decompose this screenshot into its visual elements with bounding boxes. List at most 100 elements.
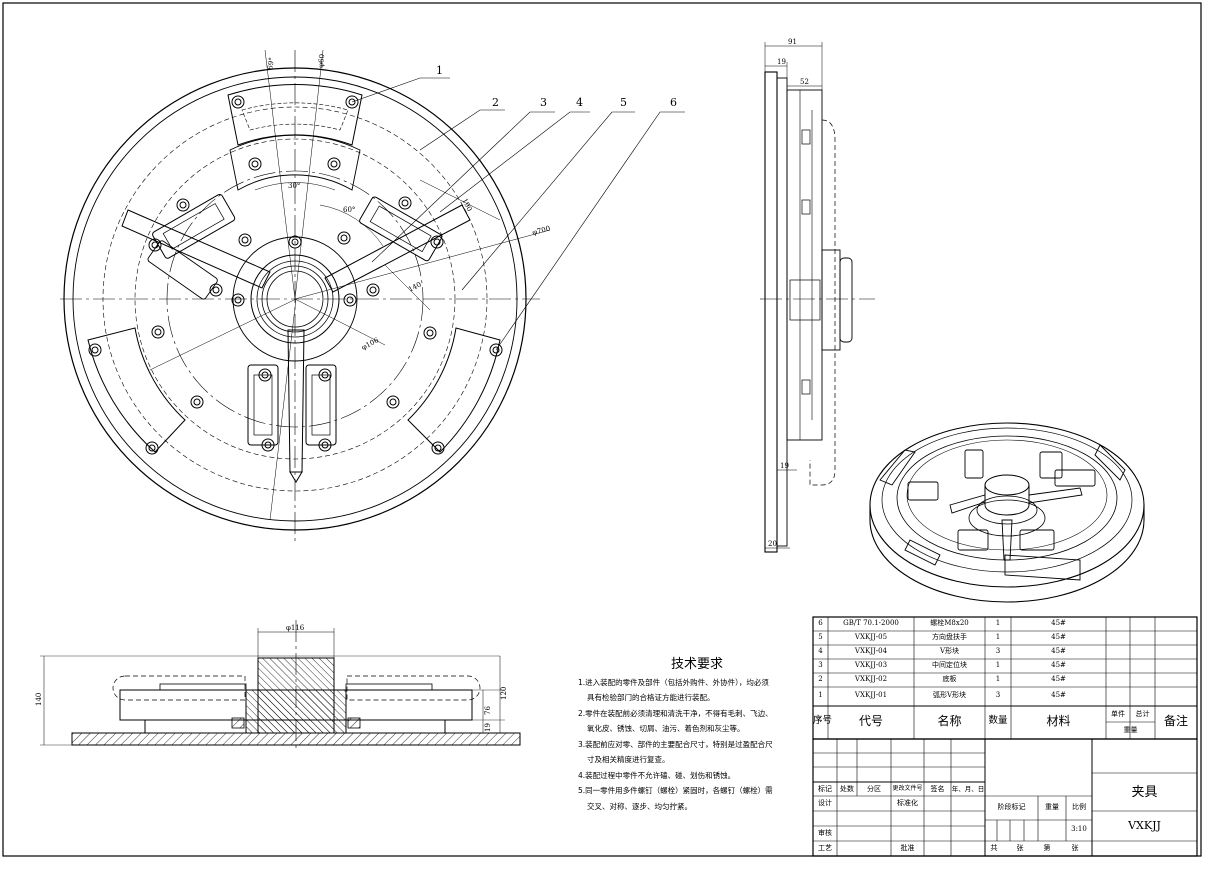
dim-dia-116: φ116 — [286, 624, 305, 632]
bom-header-qty: 数量 — [988, 715, 1008, 726]
dim-19-bottom: 19 — [780, 462, 789, 470]
dim-20: 20 — [768, 540, 777, 548]
tb-stage: 阶段标记 — [997, 803, 1026, 811]
bom-code: VXKJJ-01 — [854, 691, 888, 699]
bom-material: 45# — [1051, 691, 1066, 699]
bom-code: VXKJJ-05 — [854, 633, 888, 641]
bolt-holes — [88, 95, 503, 455]
bom-no: 2 — [818, 675, 823, 683]
tb-process: 工艺 — [818, 844, 832, 852]
callout-5: 5 — [620, 96, 627, 109]
callout-6: 6 — [670, 96, 677, 109]
bom-material: 45# — [1051, 675, 1066, 683]
tb-weight: 重量 — [1045, 803, 1059, 811]
outer-frame — [2, 2, 1202, 857]
bom-header-material: 材料 — [1046, 714, 1071, 728]
tb-count: 处数 — [840, 785, 854, 793]
bom-material: 45# — [1051, 633, 1066, 641]
tb-design: 设计 — [818, 799, 832, 807]
dim-140: 140 — [407, 280, 423, 293]
dim-120: 120 — [500, 687, 508, 700]
bom-qty: 3 — [995, 691, 1001, 699]
dim-19-section: 19 — [484, 723, 492, 732]
dim-angle-30: 30° — [288, 182, 300, 190]
requirement-5: 5.同一零件用多件螺钉（螺栓）紧固时，各螺钉（螺栓）需交叉、对称、逐步、均匀拧紧… — [578, 786, 773, 811]
dim-angle-69: 69° — [266, 57, 276, 71]
bom-material: 45# — [1051, 619, 1066, 627]
callout-labels: 1 2 3 4 5 6 — [436, 64, 677, 109]
callout-2: 2 — [492, 96, 499, 109]
requirement-3: 3.装配前应对零、部件的主要配合尺寸，特别是过盈配合尺寸及相关精度进行复查。 — [578, 739, 773, 765]
bom-header-total: 总计 — [1135, 710, 1150, 718]
bom-name: 中间定位块 — [932, 661, 967, 669]
callout-1: 1 — [436, 64, 443, 77]
bom-table — [812, 616, 1198, 740]
technical-requirements: 技术要求 1.进入装配的零件及部件（包括外购件、外协件），均必须具有检验部门的合… — [578, 657, 796, 814]
bom-code: GB/T 70.1-2000 — [843, 619, 899, 627]
tb-zone: 分区 — [867, 785, 881, 793]
bom-code: VXKJJ-02 — [854, 675, 888, 683]
dim-dia-60: φ60 — [317, 54, 326, 68]
dim-91: 91 — [788, 38, 797, 46]
bom-material: 45# — [1051, 661, 1066, 669]
front-view — [60, 49, 685, 545]
isometric-view — [869, 422, 1145, 603]
bom-no: 6 — [818, 619, 823, 627]
bom-name: 底板 — [942, 675, 957, 683]
bom-name: 弧形V形块 — [932, 691, 967, 699]
section-dimension-texts: φ116 140 120 76 19 — [35, 624, 508, 732]
tb-drawing-code: VXKJJ — [1128, 819, 1161, 832]
bom-header-no: 序号 — [813, 715, 833, 726]
bom-code: VXKJJ-03 — [854, 661, 888, 669]
bom-no: 1 — [818, 691, 823, 699]
bom-header-code: 代号 — [858, 714, 883, 728]
tb-mark: 标记 — [818, 785, 832, 793]
dim-dia-700: φ700 — [531, 224, 551, 236]
tb-date: 年、月、日 — [951, 785, 985, 793]
technical-requirements-title: 技术要求 — [670, 657, 723, 672]
bom-header-name: 名称 — [937, 714, 962, 728]
bom-name: V形块 — [939, 647, 960, 655]
tb-sheet-unit-2: 张 — [1071, 844, 1079, 852]
requirement-2: 2.零件在装配前必须清理和清洗干净，不得有毛刺、飞边、氧化皮、锈蚀、切屑、油污、… — [578, 708, 773, 734]
tb-standard: 标准化 — [897, 799, 918, 807]
tb-sheet-no: 第 — [1043, 844, 1051, 852]
dim-dia-106: φ106 — [360, 336, 380, 352]
section-view — [40, 620, 521, 752]
tb-drawing-name: 夹具 — [1131, 785, 1158, 800]
bom-header-single: 单件 — [1111, 710, 1125, 718]
requirement-4: 4.装配过程中零件不允许磕、碰、划伤和锈蚀。 — [578, 770, 736, 780]
bom-name: 方向盘扶手 — [932, 633, 967, 641]
bom-no: 3 — [818, 661, 823, 669]
bom-name: 螺栓M8x20 — [930, 619, 969, 627]
bom-qty: 1 — [995, 661, 1001, 669]
tb-scale-label: 比例 — [1072, 803, 1086, 811]
tb-doc: 更改文件号 — [892, 785, 923, 792]
side-dimension-texts: 91 19 52 19 20 — [768, 38, 809, 548]
bom-qty: 1 — [995, 675, 1001, 683]
requirement-1: 1.进入装配的零件及部件（包括外购件、外协件），均必须具有检验部门的合格证方能进… — [578, 677, 769, 703]
dim-76: 76 — [484, 706, 492, 715]
tb-review: 审核 — [818, 829, 832, 837]
bom-qty: 3 — [995, 647, 1001, 655]
title-block — [812, 738, 1198, 857]
callout-4: 4 — [576, 96, 583, 109]
side-view — [760, 42, 875, 553]
bom-no: 5 — [818, 633, 823, 641]
bom-no: 4 — [818, 647, 823, 655]
dim-140-height: 140 — [35, 693, 43, 706]
bom-code: VXKJJ-04 — [854, 647, 888, 655]
tb-scale-value: 3:10 — [1071, 825, 1087, 833]
bom-qty: 1 — [995, 619, 1001, 627]
dim-19-top: 19 — [777, 58, 786, 66]
bom-qty: 1 — [995, 633, 1001, 641]
tb-total-sheets: 共 — [990, 844, 998, 852]
dim-angle-60: 60° — [343, 206, 355, 214]
tb-approve: 批准 — [900, 844, 915, 852]
tb-sign: 签名 — [930, 785, 945, 793]
tb-sheet-unit-1: 张 — [1016, 844, 1024, 852]
dim-52: 52 — [800, 78, 809, 86]
bom-material: 45# — [1051, 647, 1066, 655]
bom-header-weight: 重量 — [1123, 726, 1138, 734]
